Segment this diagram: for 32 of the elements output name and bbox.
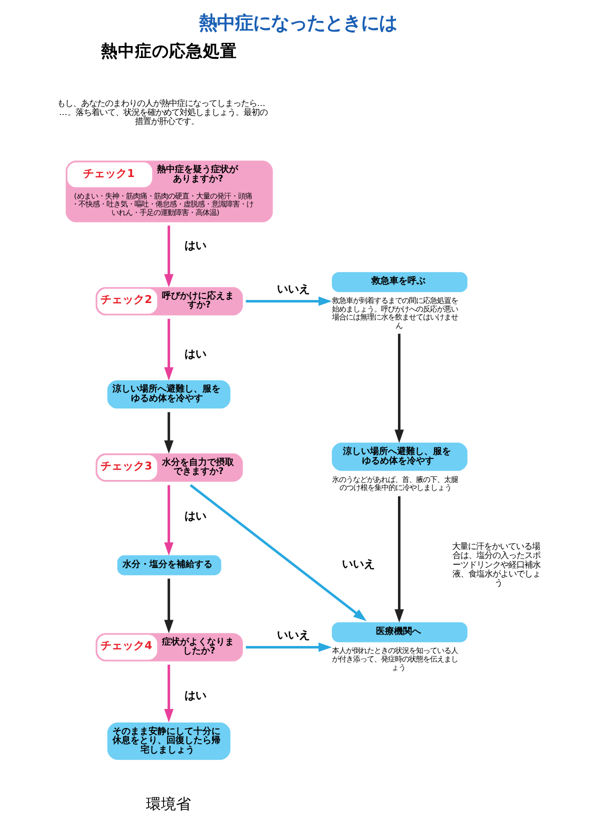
label: 環境省 bbox=[145, 794, 190, 813]
arrow bbox=[164, 318, 174, 381]
arrow bbox=[394, 334, 404, 443]
edge-label: いいえ bbox=[276, 282, 310, 296]
edge-label: はい bbox=[184, 347, 206, 360]
node-label: 本人が倒れたときの状況を知っている人が付き添って、発症時の状態を伝えましょう bbox=[331, 646, 458, 672]
arrow bbox=[245, 296, 332, 306]
diagram-title: 熱中症になったときには bbox=[198, 12, 397, 34]
node-label: 氷のうなどがあれば、首、腋の下、太腿のつけ根を集中的に冷やしましょう bbox=[331, 474, 458, 492]
edge-label: はい bbox=[184, 689, 206, 702]
edge-label: はい bbox=[184, 509, 206, 522]
node-box: 涼しい場所へ避難し、服をゆるめ体を冷やす bbox=[106, 380, 230, 409]
node-box: 医療機関へ bbox=[331, 622, 467, 642]
label: もし、あなたのまわりの人が熱中症になってしまったら……。落ち着いて、状況を確かめて対処しましょう。最初の措置が肝心です。 bbox=[56, 98, 267, 126]
node-label: 救急車が到着するまでの間に応急処置を始めましょう。呼びかけへの反応が悪い場合には無理に水を飲ませてはいけません bbox=[331, 296, 458, 330]
arrow bbox=[189, 484, 366, 622]
arrow bbox=[164, 226, 174, 288]
node-box: 涼しい場所へ避難し、服をゆるめ体を冷やす bbox=[331, 442, 467, 471]
arrow bbox=[164, 664, 174, 722]
label: 大量に汗をかいている場合は、塩分の入ったスポーツドリンクや経口補水液、食塩水がよいでしょう bbox=[452, 541, 540, 588]
arrow bbox=[164, 412, 174, 454]
arrow bbox=[164, 485, 174, 556]
node-box: 水分・塩分を補給する bbox=[116, 555, 221, 576]
arrow bbox=[245, 642, 332, 652]
edge-label: はい bbox=[184, 239, 206, 252]
arrow bbox=[164, 578, 174, 634]
label: 熱中症の応急処置 bbox=[100, 42, 237, 61]
node-box: そのまま安静にして十分に休息をとり、回復したら帰宅しましょう bbox=[106, 722, 230, 760]
edge-label: いいえ bbox=[276, 628, 310, 642]
arrow bbox=[394, 496, 404, 623]
edge-label: いいえ bbox=[342, 557, 375, 570]
node-box: 救急車を呼ぶ bbox=[331, 272, 467, 292]
